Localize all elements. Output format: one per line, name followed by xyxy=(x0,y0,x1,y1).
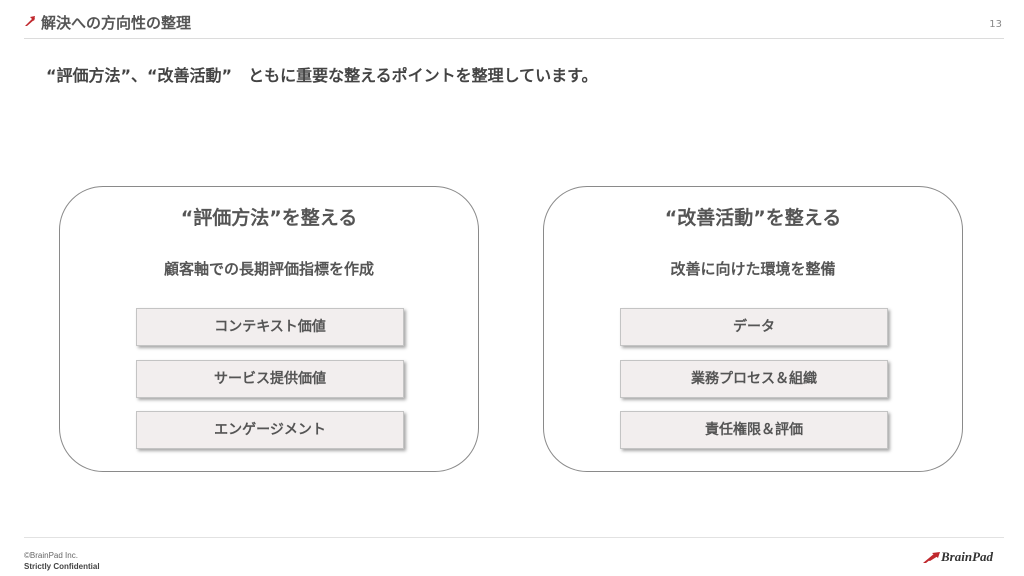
confidentiality-label: Strictly Confidential xyxy=(24,562,100,571)
footer-divider xyxy=(24,537,1004,538)
point-box: サービス提供価値 xyxy=(136,360,404,398)
logo-text: BrainPad xyxy=(941,549,994,564)
point-box: 責任権限＆評価 xyxy=(620,411,888,449)
panel-evaluation-method: “評価方法”を整える 顧客軸での長期評価指標を作成 コンテキスト価値 サービス提… xyxy=(59,186,479,472)
point-box: コンテキスト価値 xyxy=(136,308,404,346)
slide-title: 解決への方向性の整理 xyxy=(41,14,192,32)
brainpad-logo: BrainPad xyxy=(922,549,1004,567)
page-number: 13 xyxy=(989,19,1002,30)
panel-description: 改善に向けた環境を整備 xyxy=(670,260,836,278)
panel-title: “改善活動”を整える xyxy=(664,207,842,229)
copyright-text: ©BrainPad Inc. xyxy=(24,551,78,560)
point-box: データ xyxy=(620,308,888,346)
panel-improvement-activity: “改善活動”を整える 改善に向けた環境を整備 データ 業務プロセス＆組織 責任権… xyxy=(543,186,963,472)
panel-description: 顧客軸での長期評価指標を作成 xyxy=(163,260,374,278)
slide-subtitle: “評価方法”、“改善活動” ともに重要な整えるポイントを整理しています。 xyxy=(46,66,598,85)
slide-header: 解決への方向性の整理 13 xyxy=(24,10,1004,39)
brainpad-logo-icon xyxy=(923,552,940,563)
point-box: 業務プロセス＆組織 xyxy=(620,360,888,398)
panel-title: “評価方法”を整える xyxy=(180,207,358,229)
arrow-accent-icon xyxy=(25,16,35,26)
point-box: エンゲージメント xyxy=(136,411,404,449)
